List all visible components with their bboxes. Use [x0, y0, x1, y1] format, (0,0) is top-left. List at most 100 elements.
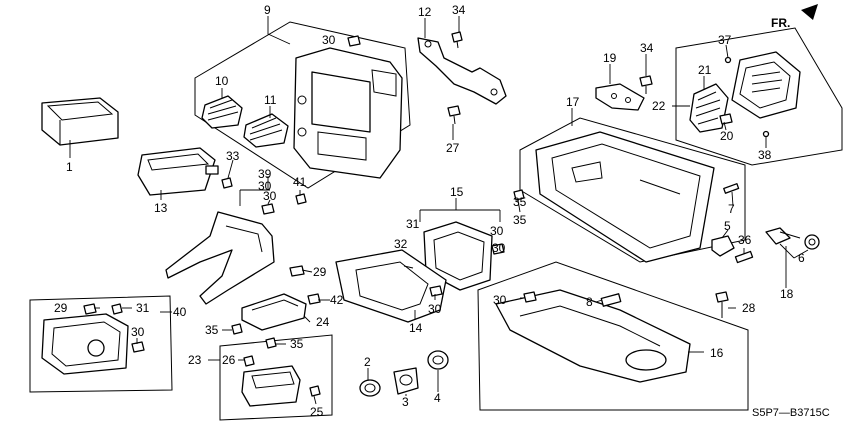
callout-37: 37 — [718, 33, 732, 47]
part-bolt-28 — [715, 291, 729, 318]
part-frame-14 — [335, 249, 447, 323]
callout-24: 24 — [316, 315, 330, 329]
part-bracket-24 — [241, 293, 307, 331]
part-clip-30-pocket — [131, 341, 145, 353]
callout-19: 19 — [603, 51, 617, 65]
leader-lines — [69, 16, 809, 405]
part-rod-36 — [734, 250, 754, 264]
callout-30-box-lower: 30 — [492, 241, 506, 255]
callout-5: 5 — [724, 219, 731, 233]
callout-30-cover: 30 — [493, 293, 507, 307]
part-socket-3 — [393, 367, 419, 395]
callout-20: 20 — [720, 129, 734, 143]
callout-34: 34 — [452, 3, 466, 17]
group-frames — [29, 21, 843, 421]
part-clip-30-box — [491, 243, 505, 255]
callout-13: 13 — [154, 201, 168, 215]
callout-3: 3 — [402, 395, 409, 409]
part-clip-38 — [762, 130, 770, 138]
direction-arrow-icon — [801, 4, 818, 20]
part-lighter-2 — [359, 379, 381, 397]
callout-10: 10 — [215, 74, 229, 88]
part-vent-11 — [243, 113, 289, 148]
callout-34-right: 34 — [640, 41, 654, 55]
callout-18: 18 — [780, 287, 794, 301]
part-screw-41 — [295, 193, 307, 205]
front-direction-indicator: FR. — [771, 4, 818, 30]
callout-30-console-alt: 30 — [258, 179, 272, 193]
part-clip-30-left — [261, 203, 275, 215]
part-screw-34-right — [639, 75, 653, 94]
part-console-39 — [165, 211, 275, 305]
callout-30-frame: 30 — [428, 302, 442, 316]
part-clip-27 — [447, 105, 461, 125]
callout-21: 21 — [698, 63, 712, 77]
part-screw-35-left — [231, 323, 243, 335]
callout-35-lower: 35 — [290, 337, 304, 351]
part-glove-box-17 — [535, 131, 715, 263]
callout-28: 28 — [742, 301, 756, 315]
part-coin-box-23 — [241, 365, 301, 407]
part-bracket-19 — [595, 83, 645, 111]
part-lower-cover-16 — [495, 289, 691, 383]
callout-35-left: 35 — [205, 323, 219, 337]
part-clip-42 — [307, 293, 321, 305]
part-screw-35-lower — [265, 337, 277, 349]
callout-30-pocket: 30 — [131, 325, 145, 339]
callout-14: 14 — [409, 321, 423, 335]
part-pocket-1 — [41, 97, 119, 146]
repeat-callouts: 30 30 30 30 30 30 30 29 31 35 35 35 34 — [54, 41, 654, 351]
callout-38: 38 — [758, 148, 772, 162]
callout-22: 22 — [652, 99, 666, 113]
part-damper-6 — [765, 227, 820, 250]
callout-33: 33 — [226, 149, 240, 163]
callout-2: 2 — [364, 355, 371, 369]
callout-36: 36 — [738, 233, 752, 247]
part-clip-20 — [719, 113, 733, 125]
callout-26: 26 — [222, 353, 236, 367]
callout-8: 8 — [586, 295, 593, 309]
part-screw-33 — [221, 177, 233, 189]
callout-30: 30 — [322, 33, 336, 47]
part-center-panel-9 — [293, 47, 403, 179]
part-pocket-40 — [41, 313, 129, 375]
callout-32: 32 — [394, 237, 408, 251]
part-clip-30-cover — [523, 291, 537, 303]
callout-16: 16 — [710, 346, 724, 360]
part-bracket-13 — [137, 147, 219, 196]
callout-42: 42 — [330, 293, 344, 307]
callout-30-console: 30 — [263, 189, 277, 203]
callout-35-upper: 35 — [513, 195, 527, 209]
callouts: 1 2 3 4 5 6 7 8 9 10 11 12 13 14 15 16 1… — [66, 3, 805, 419]
part-vent-10 — [201, 95, 243, 129]
part-vent-21 — [689, 83, 729, 133]
part-screw-35-center — [513, 189, 525, 201]
group-frame-lower-cover — [477, 261, 749, 411]
callout-4: 4 — [434, 391, 441, 405]
callout-27: 27 — [446, 141, 460, 155]
part-clip-30-top — [347, 35, 361, 47]
part-pin-7 — [723, 183, 740, 194]
group-frame-vent — [675, 27, 843, 166]
part-pin-8 — [600, 293, 622, 307]
part-clip-25 — [309, 385, 321, 397]
callout-29: 29 — [313, 265, 327, 279]
group-frame-coin-box — [219, 334, 333, 421]
callout-30-box: 30 — [490, 224, 504, 238]
part-clip-30-frame — [429, 285, 443, 297]
callout-17: 17 — [566, 95, 580, 109]
callout-23: 23 — [188, 353, 202, 367]
callout-25: 25 — [310, 405, 324, 419]
part-clip-29-left — [83, 303, 97, 315]
callout-31: 31 — [406, 217, 420, 231]
part-vent-housing — [731, 51, 801, 119]
callout-7: 7 — [728, 202, 735, 216]
callout-12: 12 — [418, 5, 432, 19]
part-screw-34-top — [451, 31, 463, 49]
part-latch-5 — [711, 235, 735, 257]
group-frame-center-panel — [194, 21, 411, 189]
part-clip-26 — [243, 355, 255, 367]
diagram-code: S5P7—B3715C — [752, 407, 830, 419]
callout-6: 6 — [798, 251, 805, 265]
